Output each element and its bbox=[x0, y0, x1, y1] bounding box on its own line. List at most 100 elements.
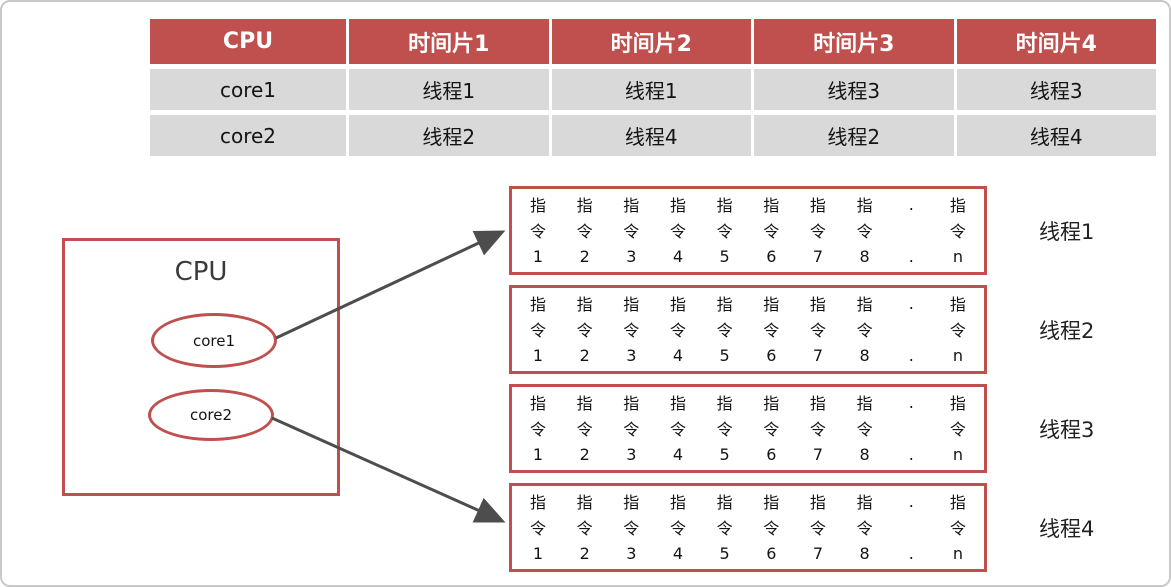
instruction-char: 指 bbox=[763, 196, 780, 216]
ellipsis-column: .. bbox=[899, 290, 923, 369]
instruction-char: 令 bbox=[856, 420, 873, 440]
instruction-char: 令 bbox=[623, 519, 640, 539]
core2-label: core2 bbox=[189, 406, 233, 424]
instruction-char: 指 bbox=[763, 295, 780, 315]
instruction-char: . bbox=[908, 293, 914, 313]
instruction-char bbox=[899, 514, 923, 540]
instruction-char: 令 bbox=[763, 519, 780, 539]
instruction-char: 3 bbox=[626, 445, 637, 465]
instruction-char: 1 bbox=[532, 544, 544, 564]
instruction-char: 2 bbox=[579, 544, 590, 564]
instruction-char: 7 bbox=[812, 346, 824, 366]
instruction-char: 指 bbox=[856, 394, 873, 414]
instruction-char: 指 bbox=[763, 493, 780, 513]
instruction-char: 4 bbox=[672, 346, 684, 366]
instruction-char: 令 bbox=[576, 321, 593, 341]
instruction-char: 5 bbox=[719, 247, 730, 267]
instruction-char: 指 bbox=[949, 394, 966, 414]
instruction-char: 指 bbox=[716, 196, 733, 216]
instruction-char: 6 bbox=[766, 346, 777, 366]
instruction-char: 指 bbox=[576, 493, 593, 513]
core1-label: core1 bbox=[192, 331, 236, 350]
instruction-char: 令 bbox=[809, 321, 826, 341]
instruction-char: 指 bbox=[809, 493, 826, 513]
instruction-char: 8 bbox=[859, 445, 870, 465]
instruction-char: 指 bbox=[623, 394, 640, 414]
instruction-char: 令 bbox=[669, 222, 686, 242]
instruction-column: 指令 6 bbox=[759, 488, 783, 567]
instruction-char: 令 bbox=[716, 321, 733, 341]
instruction-char: 5 bbox=[719, 544, 730, 564]
instruction-char bbox=[899, 316, 923, 342]
instruction-char: 令 bbox=[576, 222, 593, 242]
instruction-char: 指 bbox=[669, 394, 686, 414]
instruction-char: 令 bbox=[949, 519, 966, 539]
instruction-char: 7 bbox=[812, 247, 824, 267]
instruction-char: n bbox=[952, 544, 963, 564]
instruction-char: 5 bbox=[719, 346, 730, 366]
instruction-char: 1 bbox=[532, 247, 544, 267]
instruction-char: 指 bbox=[576, 295, 593, 315]
ellipsis-column: .. bbox=[899, 191, 923, 270]
table-cell: 线程4 bbox=[956, 115, 1156, 156]
instruction-char: 指 bbox=[529, 295, 546, 315]
table-header-cell: 时间片1 bbox=[349, 19, 549, 64]
instruction-char: 指 bbox=[949, 493, 966, 513]
table-cell: core1 bbox=[150, 69, 346, 110]
instruction-char: 令 bbox=[809, 519, 826, 539]
instruction-char: n bbox=[952, 247, 963, 267]
instruction-char: 指 bbox=[669, 493, 686, 513]
instruction-char: 8 bbox=[859, 346, 870, 366]
table-header-cell: 时间片4 bbox=[956, 19, 1156, 64]
instruction-char: 1 bbox=[532, 445, 544, 465]
instruction-char: 指 bbox=[623, 493, 640, 513]
instruction-char: . bbox=[908, 194, 914, 214]
instruction-column: 指令 8 bbox=[853, 389, 877, 468]
table-cell: 线程2 bbox=[349, 115, 549, 156]
instruction-char: 2 bbox=[579, 445, 590, 465]
ellipsis-column: .. bbox=[899, 488, 923, 567]
instruction-char: 指 bbox=[529, 196, 546, 216]
table-header-cell: 时间片2 bbox=[551, 19, 751, 64]
instruction-char bbox=[899, 217, 923, 243]
instruction-char: 令 bbox=[576, 420, 593, 440]
instruction-char: 指 bbox=[809, 196, 826, 216]
instruction-char: 令 bbox=[529, 519, 546, 539]
table-cell: 线程3 bbox=[754, 69, 954, 110]
thread-label: 线程2 bbox=[1039, 318, 1095, 343]
instruction-char: n bbox=[952, 346, 963, 366]
instruction-char: 4 bbox=[672, 445, 684, 465]
instruction-char: 指 bbox=[576, 394, 593, 414]
instruction-char: 8 bbox=[859, 544, 870, 564]
instruction-char: . bbox=[908, 491, 914, 511]
instruction-char: 令 bbox=[949, 420, 966, 440]
table-cell: 线程1 bbox=[349, 69, 549, 110]
instruction-char: 令 bbox=[529, 321, 546, 341]
instruction-char: 指 bbox=[856, 196, 873, 216]
instruction-char: 令 bbox=[623, 420, 640, 440]
instruction-char: 令 bbox=[669, 420, 686, 440]
instruction-char: 6 bbox=[766, 544, 777, 564]
table-cell: 线程2 bbox=[754, 115, 954, 156]
table-cell: 线程4 bbox=[551, 115, 751, 156]
instruction-char: 7 bbox=[812, 445, 824, 465]
instruction-char: 7 bbox=[812, 544, 824, 564]
instruction-char: 令 bbox=[529, 420, 546, 440]
